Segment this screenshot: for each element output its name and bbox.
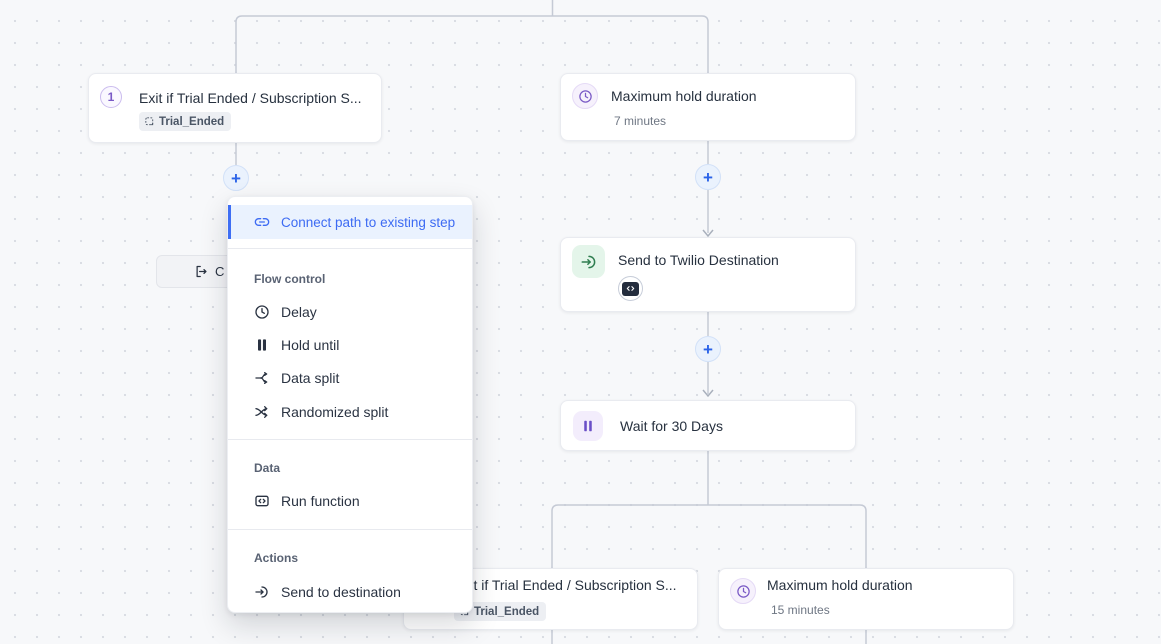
exit-icon xyxy=(196,265,207,278)
audience-tag: Trial_Ended xyxy=(139,112,232,131)
node-title: Maximum hold duration xyxy=(611,88,757,104)
menu-item-hold-until[interactable]: Hold until xyxy=(228,328,472,361)
add-step-menu: Connect path to existing step Flow contr… xyxy=(227,196,473,613)
menu-section-header: Data xyxy=(254,461,281,475)
audience-tag-label: Trial_Ended xyxy=(159,115,225,128)
menu-section-header: Flow control xyxy=(254,272,326,286)
clock-icon xyxy=(730,578,756,604)
plus-icon: + xyxy=(231,168,241,188)
menu-item-run-function[interactable]: Run function xyxy=(228,484,472,517)
add-step-button-left[interactable]: + xyxy=(223,165,249,191)
node-title: Exit if Trial Ended / Subscription S... xyxy=(139,90,362,106)
audience-tag-label: Trial_Ended xyxy=(474,605,540,618)
node-title: Wait for 30 Days xyxy=(620,418,723,434)
menu-divider xyxy=(228,248,472,249)
node-wait-30-days[interactable]: Wait for 30 Days xyxy=(560,400,856,451)
code-box-icon xyxy=(255,495,269,506)
audience-tag: Trial_Ended xyxy=(454,602,547,621)
menu-item-label: Delay xyxy=(281,303,317,320)
menu-item-connect-path[interactable]: Connect path to existing step xyxy=(228,205,472,239)
menu-item-label: Send to destination xyxy=(281,583,401,600)
menu-item-send-to-destination[interactable]: Send to destination xyxy=(228,575,472,608)
data-split-icon xyxy=(255,371,268,384)
send-destination-icon xyxy=(572,245,605,278)
shuffle-icon xyxy=(255,405,268,418)
link-icon xyxy=(254,218,270,226)
menu-item-delay[interactable]: Delay xyxy=(228,295,472,328)
menu-divider xyxy=(228,529,472,530)
add-step-button-right-mid[interactable]: + xyxy=(695,336,721,362)
clock-icon xyxy=(255,304,269,319)
pause-icon xyxy=(258,338,266,351)
menu-item-label: Hold until xyxy=(281,336,340,353)
menu-section-header: Actions xyxy=(254,551,299,565)
clock-icon xyxy=(572,83,598,109)
function-code-icon xyxy=(618,276,643,301)
node-title: Exit if Trial Ended / Subscription S... xyxy=(454,577,677,593)
partial-pill-label: C xyxy=(215,264,225,279)
node-duration: 15 minutes xyxy=(771,603,830,617)
menu-item-data-split[interactable]: Data split xyxy=(228,361,472,394)
menu-item-label: Data split xyxy=(281,369,340,386)
step-number-badge: 1 xyxy=(100,86,122,108)
node-title: Maximum hold duration xyxy=(767,577,913,593)
menu-item-randomized-split[interactable]: Randomized split xyxy=(228,395,472,428)
add-step-button-right-top[interactable]: + xyxy=(695,164,721,190)
node-max-hold-top[interactable]: Maximum hold duration 7 minutes xyxy=(560,73,856,141)
plus-icon: + xyxy=(703,339,713,359)
node-title: Send to Twilio Destination xyxy=(618,252,779,268)
send-destination-icon xyxy=(255,585,268,598)
node-duration: 7 minutes xyxy=(614,114,667,128)
menu-divider xyxy=(228,439,472,440)
plus-icon: + xyxy=(703,167,713,187)
dashed-square-icon xyxy=(145,117,154,126)
menu-item-label: Randomized split xyxy=(281,403,389,420)
menu-item-label: Run function xyxy=(281,492,360,509)
menu-item-label: Connect path to existing step xyxy=(281,214,456,230)
node-send-twilio-destination[interactable]: Send to Twilio Destination xyxy=(560,237,856,312)
node-exit-trial-bottom[interactable]: 1 Exit if Trial Ended / Subscription S..… xyxy=(403,568,698,630)
pause-icon xyxy=(573,411,603,441)
node-exit-trial-top[interactable]: 1 Exit if Trial Ended / Subscription S..… xyxy=(88,73,382,143)
node-max-hold-bottom[interactable]: Maximum hold duration 15 minutes xyxy=(718,568,1014,630)
